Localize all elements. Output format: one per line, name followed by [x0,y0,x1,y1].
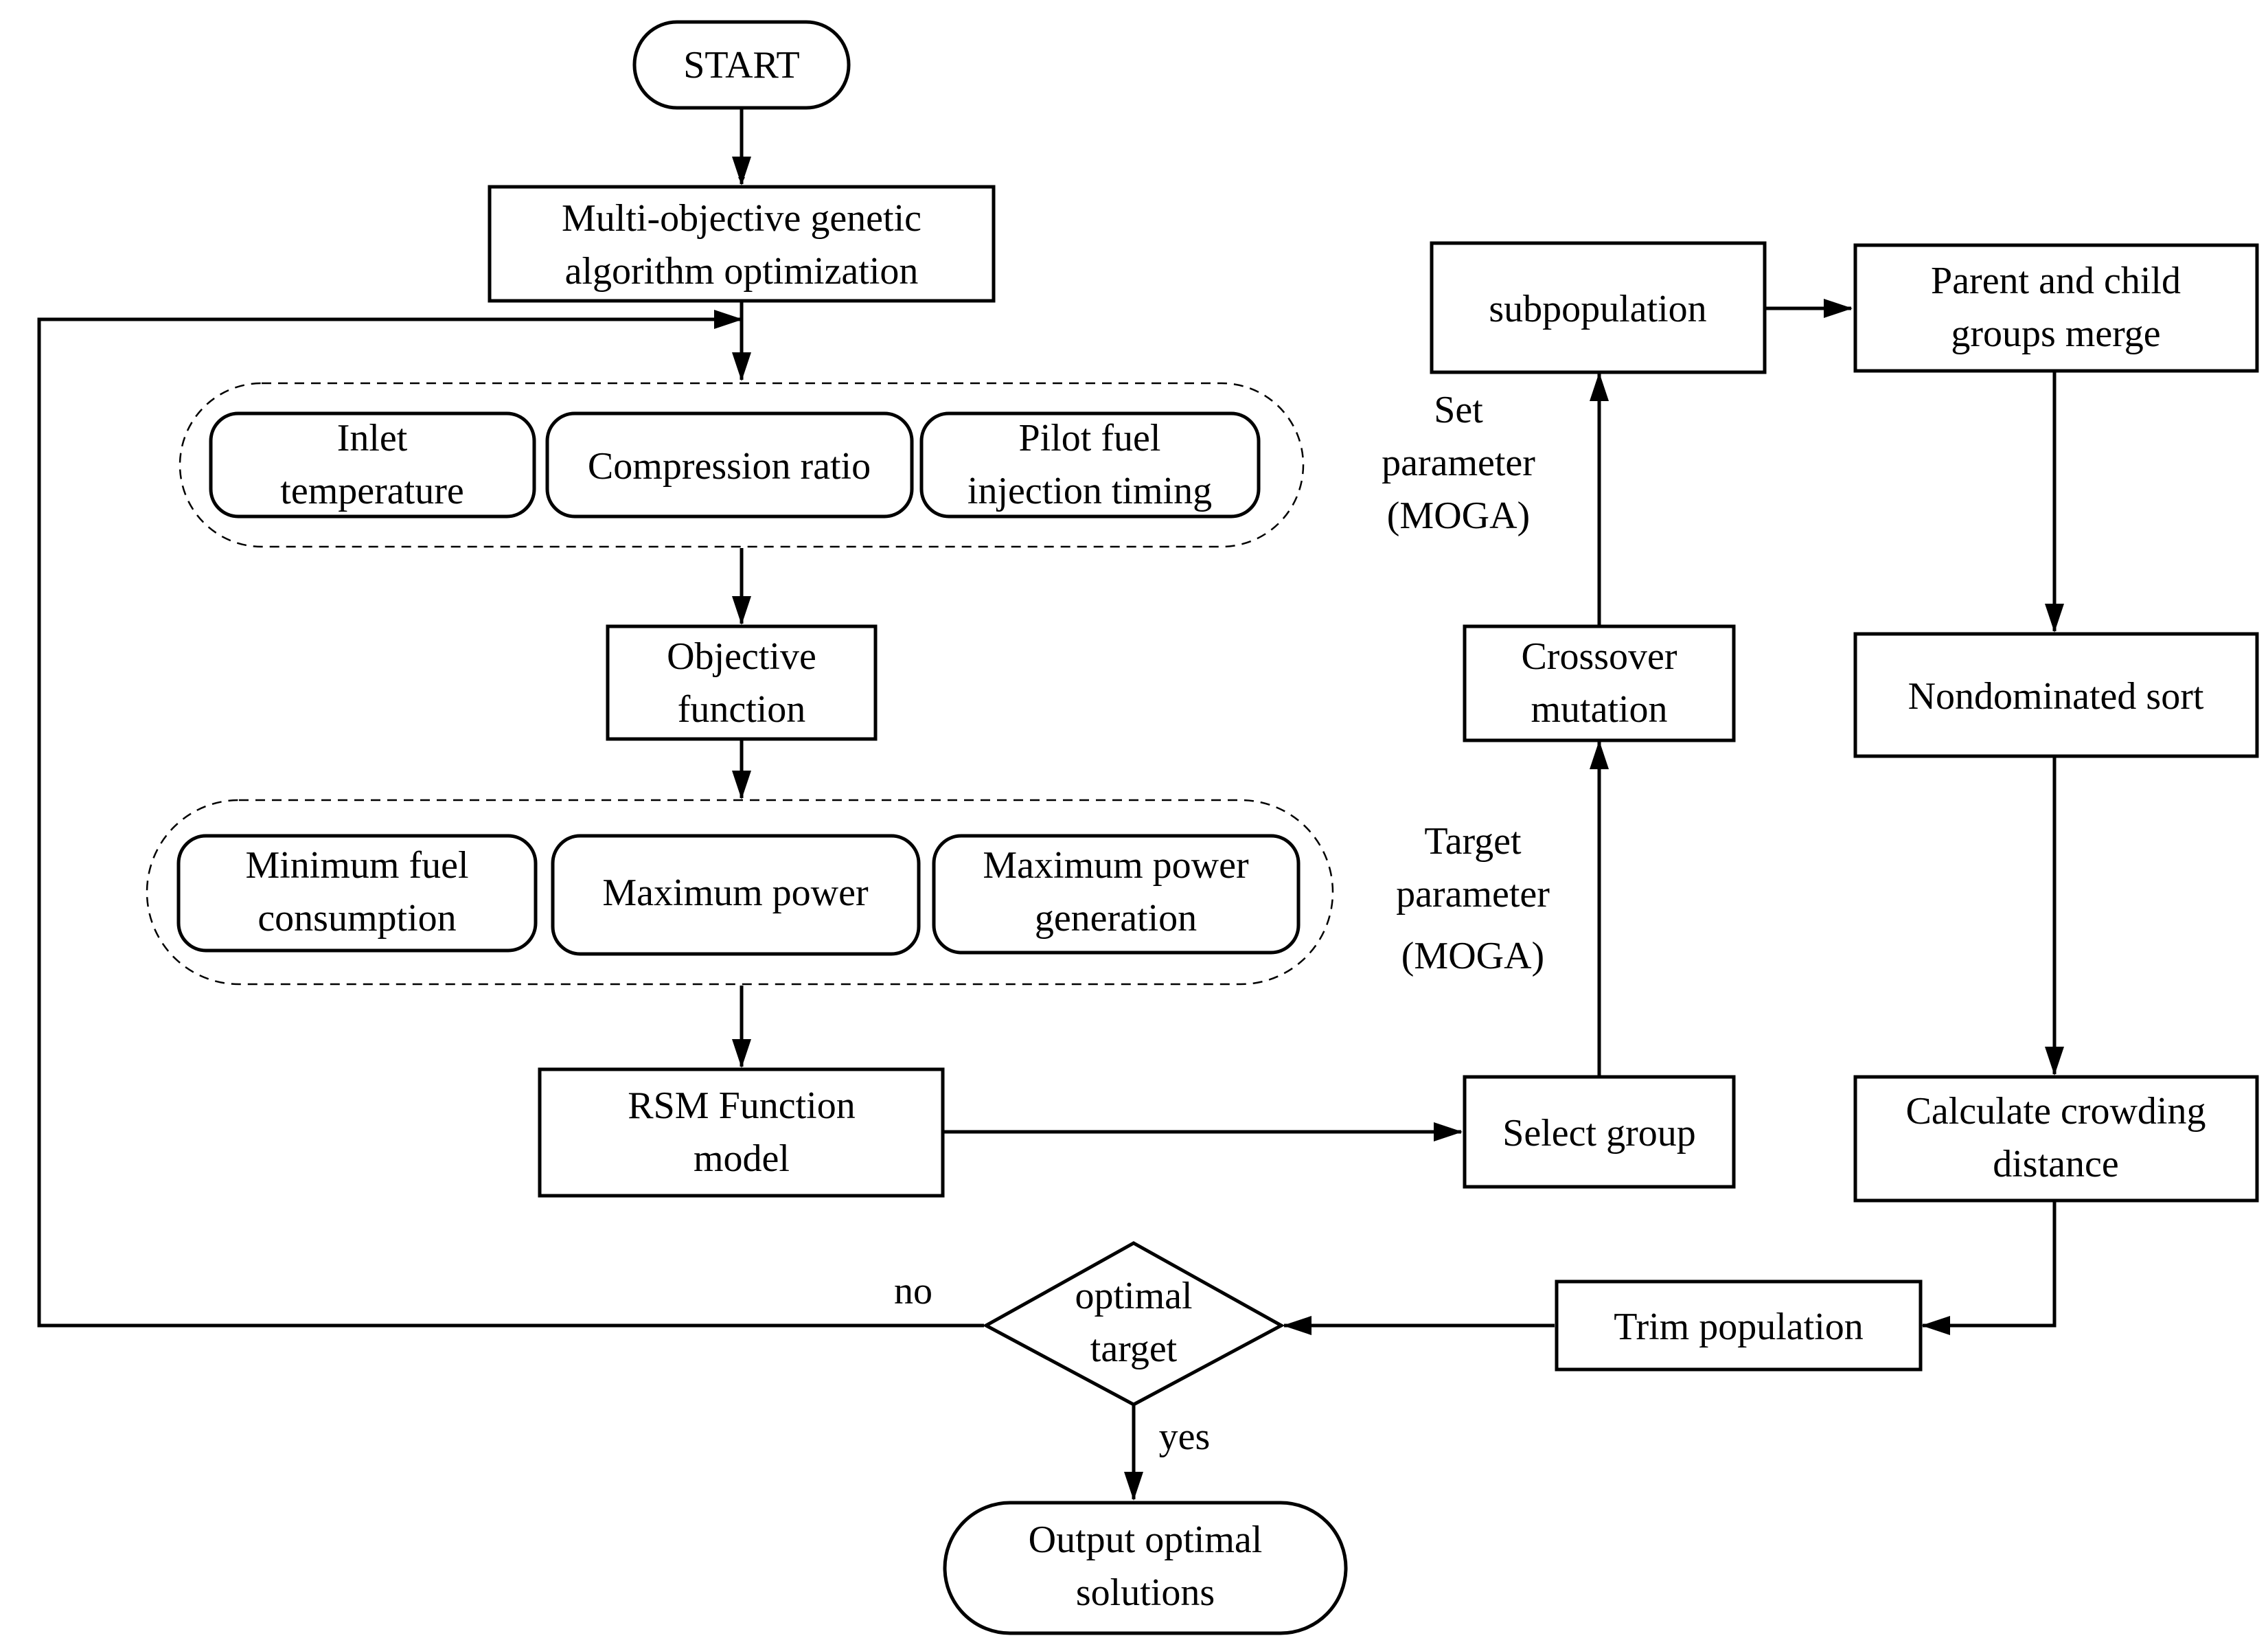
target-parameter-label: Target parameter (MOGA) [1396,820,1550,977]
arrowhead [732,1039,751,1068]
moga-box: Multi-objective genetic algorithm optimi… [488,185,996,303]
subpopulation-label: subpopulation [1489,288,1706,330]
connectors [37,109,2057,1499]
subpopulation-box: subpopulation [1430,241,1767,374]
objective-function-box: Objective function [606,624,878,741]
edge-decision-no-loop [37,317,984,1328]
optimal-target-line2: target [1090,1328,1178,1370]
objectives-group [146,799,1334,986]
arrowheads [714,157,2064,1501]
moga-label-line1: Multi-objective genetic [562,197,921,240]
crossover-mutation-box: Crossover mutation [1463,624,1736,742]
maximum-power-generation-line2: generation [1035,897,1197,940]
start-label: START [683,44,800,87]
crowding-distance-box: Calculate crowding distance [1853,1075,2259,1203]
crowding-distance-line1: Calculate crowding [1906,1090,2206,1133]
nondominated-sort-box: Nondominated sort [1853,632,2259,758]
set-parameter-line3: (MOGA) [1387,494,1530,537]
arrowhead [1921,1316,1950,1335]
trim-population-box: Trim population [1555,1280,1923,1372]
output-solutions-line2: solutions [1076,1571,1215,1614]
edge-crowding-to-trim [1923,1201,2057,1328]
target-parameter-line3: (MOGA) [1401,935,1544,977]
arrowhead [732,771,751,799]
maximum-power-generation-line1: Maximum power [983,844,1249,887]
crossover-mutation-line1: Crossover [1521,635,1677,678]
objective-function-line2: function [678,688,806,731]
arrowhead [1124,1472,1143,1501]
objective-function-line1: Objective [667,635,816,678]
arrowhead [732,157,751,185]
minimum-fuel-box: Minimum fuel consumption [176,834,538,953]
design-variables-group [179,382,1305,548]
arrowhead [1824,299,1853,318]
arrowhead [2045,1047,2064,1076]
arrowhead [732,596,751,625]
set-parameter-line1: Set [1434,389,1483,431]
minimum-fuel-line2: consumption [257,897,456,940]
set-parameter-label: Set parameter (MOGA) [1382,389,1535,537]
maximum-power-generation-box: Maximum power generation [932,834,1301,955]
start-node: START [632,20,851,110]
arrowhead [1434,1122,1463,1141]
select-group-box: Select group [1463,1075,1736,1189]
arrowhead [1590,740,1609,769]
target-parameter-line1: Target [1424,820,1522,863]
rsm-model-line1: RSM Function [628,1084,855,1127]
pilot-fuel-box: Pilot fuel injection timing [919,411,1261,519]
inlet-temperature-line2: temperature [280,470,463,512]
crossover-mutation-line2: mutation [1531,688,1667,731]
no-branch-label: no [894,1270,932,1312]
trim-population-label: Trim population [1614,1306,1864,1348]
compression-ratio-label: Compression ratio [588,445,871,488]
parent-child-merge-box: Parent and child groups merge [1853,243,2259,373]
crowding-distance-line2: distance [1993,1143,2118,1185]
parent-child-merge-line1: Parent and child [1931,260,2181,302]
yes-branch-label: yes [1159,1415,1211,1458]
pilot-fuel-line2: injection timing [967,470,1212,512]
pilot-fuel-line1: Pilot fuel [1019,417,1161,459]
arrowhead [714,310,743,329]
target-parameter-line2: parameter [1396,873,1550,916]
minimum-fuel-line1: Minimum fuel [245,844,468,887]
set-parameter-line2: parameter [1382,442,1535,484]
parent-child-merge-line2: groups merge [1951,312,2160,355]
output-solutions-line1: Output optimal [1029,1519,1263,1561]
optimal-target-line1: optimal [1075,1275,1192,1317]
rsm-model-line2: model [694,1137,790,1180]
arrowhead [1283,1316,1311,1335]
nondominated-sort-label: Nondominated sort [1908,675,2204,718]
compression-ratio-box: Compression ratio [545,411,914,519]
arrowhead [1590,372,1609,401]
rsm-model-box: RSM Function model [538,1067,945,1198]
arrowhead [732,352,751,381]
maximum-power-box: Maximum power [551,834,921,956]
maximum-power-label: Maximum power [602,872,869,914]
inlet-temperature-box: Inlet temperature [209,411,536,519]
arrowhead [2045,604,2064,633]
inlet-temperature-line1: Inlet [337,417,408,459]
select-group-label: Select group [1502,1112,1695,1155]
output-solutions-node: Output optimal solutions [943,1501,1348,1635]
moga-label-line2: algorithm optimization [565,250,919,293]
optimal-target-decision: optimal target [982,1241,1285,1407]
